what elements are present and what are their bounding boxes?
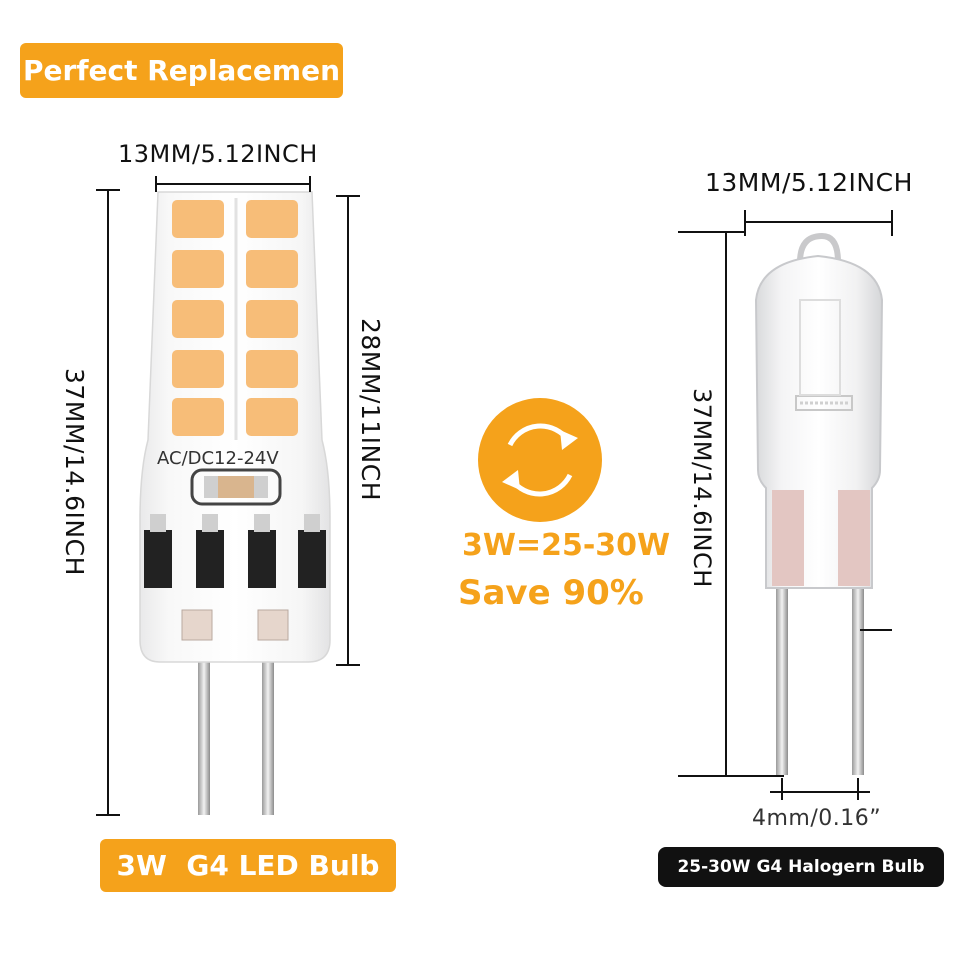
led-caption-text: 3W G4 LED Bulb [116,849,380,882]
halogen-bulb-graphic [754,232,884,775]
refresh-cycle-icon [478,398,602,522]
led-diodes [144,514,326,588]
led-body-height-label: 28MM/11INCH [356,318,385,502]
led-dimension-lines [96,176,360,816]
led-width-label: 13MM/5.12INCH [118,140,318,168]
halogen-caption-badge: 25-30W G4 Halogern Bulb [658,847,944,887]
halogen-dimension-lines [678,210,893,800]
halogen-caption-text: 25-30W G4 Halogern Bulb [677,857,925,877]
badge-text: Perfect Replacemen [23,54,340,87]
perfect-replacement-badge: Perfect Replacemen [20,43,343,98]
led-caption-badge: 3W G4 LED Bulb [100,839,396,892]
savings-text: Save 90% [458,573,644,613]
led-pin-left [198,640,210,815]
led-voltage-label: AC/DC12-24V [157,448,279,469]
halogen-width-label: 13MM/5.12INCH [705,168,913,197]
led-pin-right [262,640,274,815]
led-bulb-graphic [139,191,331,815]
halogen-pin-spacing-label: 4mm/0.16” [752,806,882,831]
led-chips [172,200,298,436]
led-total-height-label: 37MM/14.6INCH [60,368,89,576]
wattage-equivalence: 3W=25-30W [462,528,671,563]
halogen-total-height-label: 37MM/14.6INCH [688,388,716,588]
